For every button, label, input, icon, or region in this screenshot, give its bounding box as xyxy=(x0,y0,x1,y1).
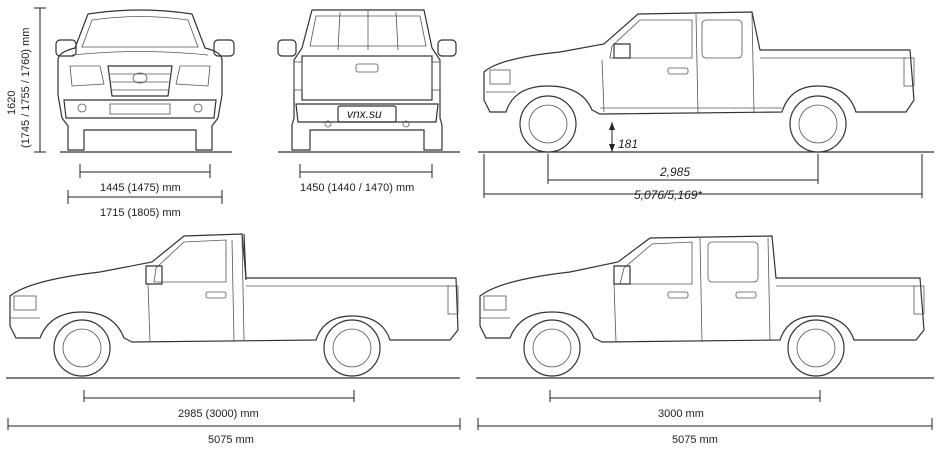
wheelbase-double-label: 3000 mm xyxy=(658,408,704,420)
single-cab-side-view: 2985 (3000) mm 5075 mm xyxy=(6,233,461,446)
plate-text: vnx.su xyxy=(347,107,382,121)
length-single-label: 5075 mm xyxy=(208,434,254,446)
length-double-label: 5075 mm xyxy=(672,434,718,446)
rear-view: vnx.su 1450 (1440 / 1470) mm xyxy=(277,9,460,194)
length-freestyle-label: 5,076/5,169* xyxy=(634,188,702,202)
clearance-label: 181 xyxy=(618,137,638,151)
front-width-label: 1715 (1805) mm xyxy=(100,207,181,219)
front-view: 1620 (1745 / 1755 / 1760) mm 1445 (1475)… xyxy=(6,7,235,219)
license-plate xyxy=(337,105,397,123)
front-track-label: 1445 (1475) mm xyxy=(100,182,181,194)
wheelbase-single-label: 2985 (3000) mm xyxy=(178,408,259,420)
rear-track-label: 1450 (1440 / 1470) mm xyxy=(300,182,414,194)
freestyle-cab-side-view: 181 2,985 5,076/5,169* xyxy=(478,11,934,202)
height-alt-label: (1745 / 1755 / 1760) mm xyxy=(20,28,32,148)
height-label: 1620 xyxy=(6,91,18,115)
double-cab-side-view: 3000 mm 5075 mm xyxy=(476,235,934,446)
wheelbase-freestyle-label: 2,985 xyxy=(659,165,690,179)
